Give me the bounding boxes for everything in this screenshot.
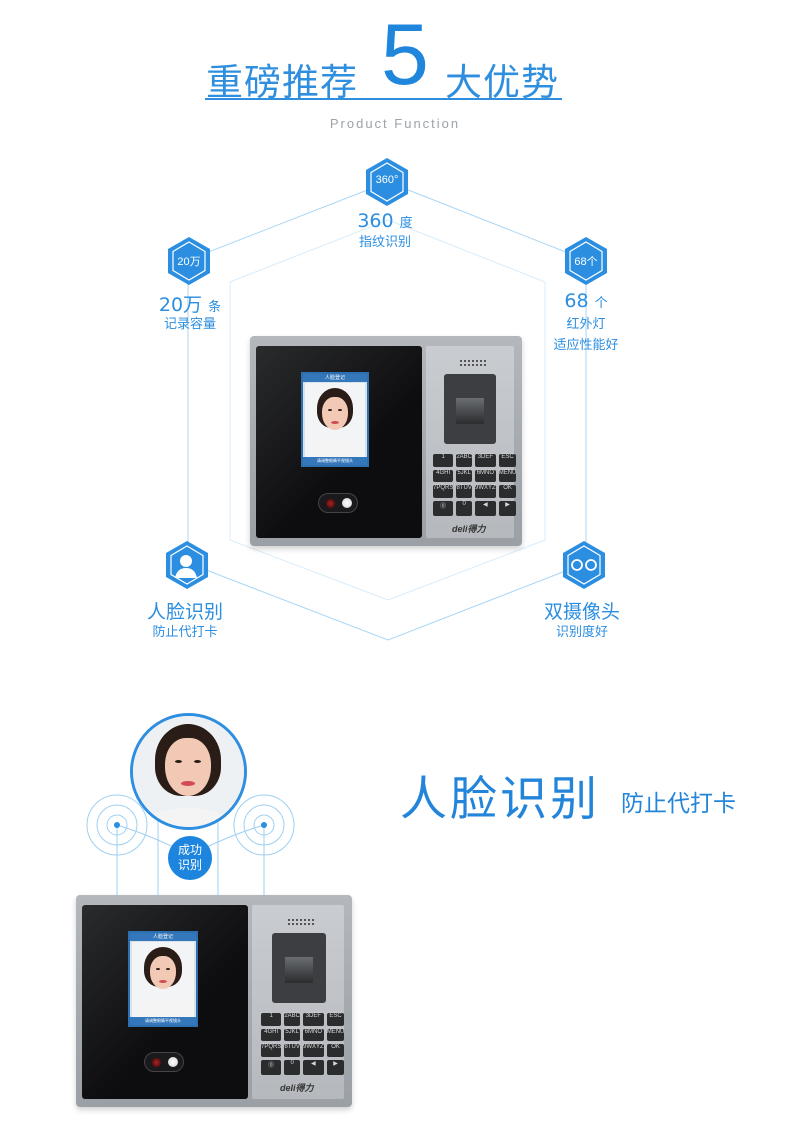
device-lcd: 人脸登记 请调整眼睛平视镜头 <box>301 372 369 467</box>
header-title-left: 重磅推荐 <box>206 61 358 104</box>
device-front-panel-2: 人脸登记 请调整眼睛平视镜头 <box>82 905 248 1099</box>
face-icon <box>165 540 209 590</box>
device-brand-logo: deli得力 <box>452 524 486 534</box>
feature-360-title: 360 度 <box>357 210 413 232</box>
device-lcd-2: 人脸登记 请调整眼睛平视镜头 <box>128 931 198 1027</box>
fingerprint-sensor <box>444 374 496 444</box>
face-portrait-image <box>130 713 247 830</box>
feature-360-sub: 指纹识别 <box>358 235 411 250</box>
success-badge: 成功 识别 <box>168 836 212 880</box>
infrared-icon: 68个 <box>564 236 608 286</box>
header-title-number: 5 <box>381 7 429 103</box>
device-camera <box>318 493 358 513</box>
header-subtitle: Product Function <box>329 116 461 131</box>
feature-capacity-title: 20万 条 <box>158 294 222 316</box>
device-camera-2 <box>144 1052 184 1072</box>
dual-camera-icon <box>562 540 606 590</box>
header-title-right: 大优势 <box>445 61 559 104</box>
feature-capacity-sub: 记录容量 <box>163 317 216 332</box>
feature-infrared-sub-1: 红外灯 <box>566 317 606 332</box>
device-front-panel: 人脸登记 请调整眼睛平视镜头 <box>256 346 422 538</box>
fingerprint-sensor-2 <box>272 933 326 1003</box>
section2-title: 人脸识别 <box>400 772 600 827</box>
feature-camera-title: 双摄像头 <box>543 601 620 623</box>
360-degree-icon: 360° <box>365 157 409 207</box>
feature-camera-sub: 识别度好 <box>555 625 608 640</box>
feature-infrared-title: 68 个 <box>564 290 608 312</box>
header-divider <box>205 98 562 100</box>
device-brand-logo-2: deli得力 <box>280 1083 314 1093</box>
lcd-face-image-2 <box>132 942 194 1019</box>
capacity-icon: 20万 <box>167 236 211 286</box>
section2-subtitle: 防止代打卡 <box>621 791 736 817</box>
feature-infrared-sub-2: 适应性能好 <box>553 338 619 353</box>
feature-face-sub: 防止代打卡 <box>152 625 218 640</box>
feature-face-title: 人脸识别 <box>146 601 223 623</box>
lcd-face-image <box>305 383 365 459</box>
